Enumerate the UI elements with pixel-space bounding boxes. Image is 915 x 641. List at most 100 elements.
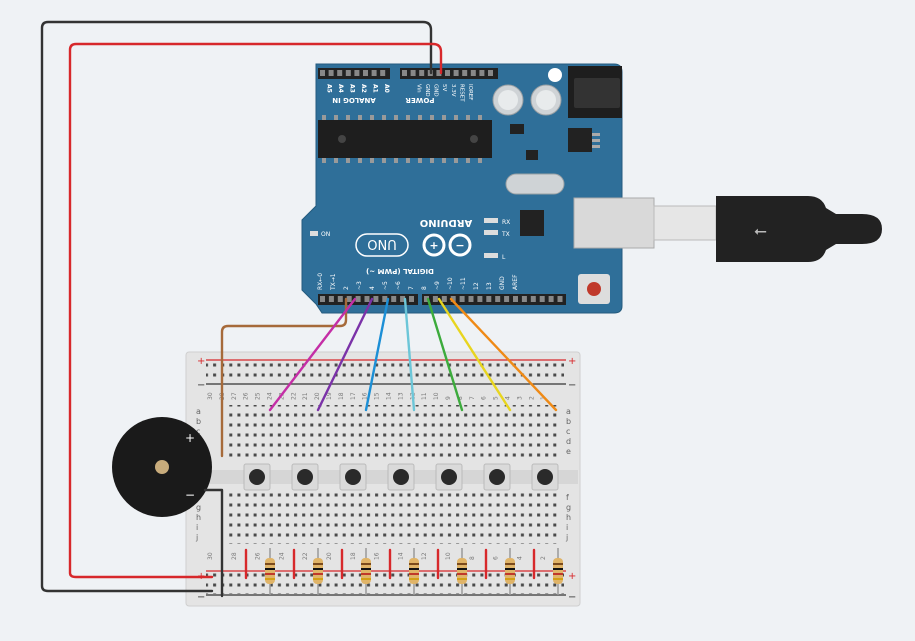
rx-label: RX (502, 219, 510, 226)
header-pin[interactable] (468, 296, 474, 302)
row-letter-c-left: c (196, 427, 200, 436)
crystal-oscillator (505, 173, 565, 195)
row-letter-g-right: g (566, 503, 571, 512)
header-pin[interactable] (328, 296, 334, 302)
header-pin[interactable] (459, 296, 465, 302)
header-pin[interactable] (410, 70, 416, 76)
digital-pin-label: 13 (486, 282, 493, 290)
rx-led (484, 218, 498, 223)
header-pin[interactable] (355, 296, 361, 302)
header-pin[interactable] (539, 296, 545, 302)
pushbutton[interactable] (339, 463, 367, 491)
row-letter-c-right: c (566, 427, 570, 436)
wire-5v-red (68, 42, 443, 579)
power-pin-label: IOREF (467, 84, 473, 100)
chip-pin (394, 115, 398, 120)
header-pin[interactable] (495, 296, 501, 302)
column-number: 4 (516, 556, 523, 560)
column-number: 10 (445, 552, 452, 560)
header-pin[interactable] (521, 296, 527, 302)
pushbutton[interactable] (243, 463, 271, 491)
header-pin[interactable] (380, 70, 386, 76)
chip-pin (334, 158, 338, 163)
reset-button[interactable] (578, 274, 610, 304)
resistor (361, 548, 371, 595)
column-number: 24 (267, 392, 274, 400)
column-number: 25 (255, 392, 262, 400)
header-pin[interactable] (470, 70, 476, 76)
header-pin[interactable] (320, 296, 325, 302)
header-pin[interactable] (400, 296, 406, 302)
header-pin[interactable] (557, 296, 563, 302)
digital-pin-label: ~3 (356, 281, 363, 290)
header-pin[interactable] (530, 296, 536, 302)
digital-pin-label: 4 (369, 286, 376, 290)
chip-pin (430, 115, 434, 120)
usb-plug-body (716, 196, 882, 262)
header-pin[interactable] (337, 296, 343, 302)
rail-minus-top-right: − (568, 380, 576, 391)
header-pin[interactable] (486, 296, 492, 302)
pushbutton[interactable] (291, 463, 319, 491)
header-pin[interactable] (364, 296, 370, 302)
buzzer-plus: + (185, 431, 195, 445)
header-pin[interactable] (402, 70, 407, 76)
breadboard: + + − − + + − − a b c d e f g h i j a b … (185, 351, 581, 607)
pushbutton[interactable] (531, 463, 559, 491)
header-pin[interactable] (450, 296, 456, 302)
arduino-logo: + − (422, 233, 472, 257)
header-pin[interactable] (479, 70, 485, 76)
header-pin[interactable] (409, 296, 414, 302)
board-model: UNO (367, 236, 396, 251)
analog-pin-label: A4 (337, 84, 344, 93)
header-pin[interactable] (445, 70, 450, 76)
column-number: 2 (540, 556, 547, 560)
header-pin[interactable] (477, 296, 483, 302)
header-pin[interactable] (337, 70, 343, 76)
pushbutton[interactable] (435, 463, 463, 491)
pushbutton[interactable] (483, 463, 511, 491)
header-pin[interactable] (453, 70, 459, 76)
usb-port (573, 197, 655, 249)
header-pin[interactable] (391, 296, 397, 302)
header-pin[interactable] (424, 296, 429, 302)
header-pin[interactable] (346, 296, 352, 302)
header-pin[interactable] (373, 296, 379, 302)
wire-gnd-black (40, 20, 433, 593)
header-pin[interactable] (504, 296, 510, 302)
header-pin[interactable] (488, 70, 493, 76)
header-pin[interactable] (436, 70, 442, 76)
analog-pin-label: A0 (383, 84, 390, 93)
header-pin[interactable] (462, 70, 468, 76)
header-pin[interactable] (345, 70, 351, 76)
chip-pin (370, 158, 374, 163)
regulator-pin (592, 139, 600, 142)
chip-pin (430, 158, 434, 163)
chip-pin (478, 115, 482, 120)
column-number: 26 (243, 392, 250, 400)
power-jack (568, 66, 622, 118)
header-pin[interactable] (320, 70, 325, 76)
wire-buzzer-gnd (203, 488, 224, 598)
header-pin[interactable] (371, 70, 377, 76)
header-pin[interactable] (432, 296, 438, 302)
pushbutton[interactable] (387, 463, 415, 491)
header-pin[interactable] (419, 70, 425, 76)
header-pin[interactable] (441, 296, 447, 302)
header-pin[interactable] (363, 70, 368, 76)
header-pin[interactable] (548, 296, 554, 302)
column-number: 19 (326, 392, 333, 400)
header-pin[interactable] (513, 296, 518, 302)
header-pin[interactable] (382, 296, 388, 302)
header-pin[interactable] (328, 70, 334, 76)
header-pin[interactable] (354, 70, 360, 76)
column-number: 28 (231, 552, 238, 560)
wire-button-5 (426, 297, 464, 412)
chip-pin (358, 115, 362, 120)
chip-pin (406, 158, 410, 163)
digital-pin-label: RX←0 (317, 273, 324, 290)
column-number: 22 (302, 552, 309, 560)
wire-button-6 (437, 297, 512, 412)
column-number: 21 (302, 392, 309, 400)
